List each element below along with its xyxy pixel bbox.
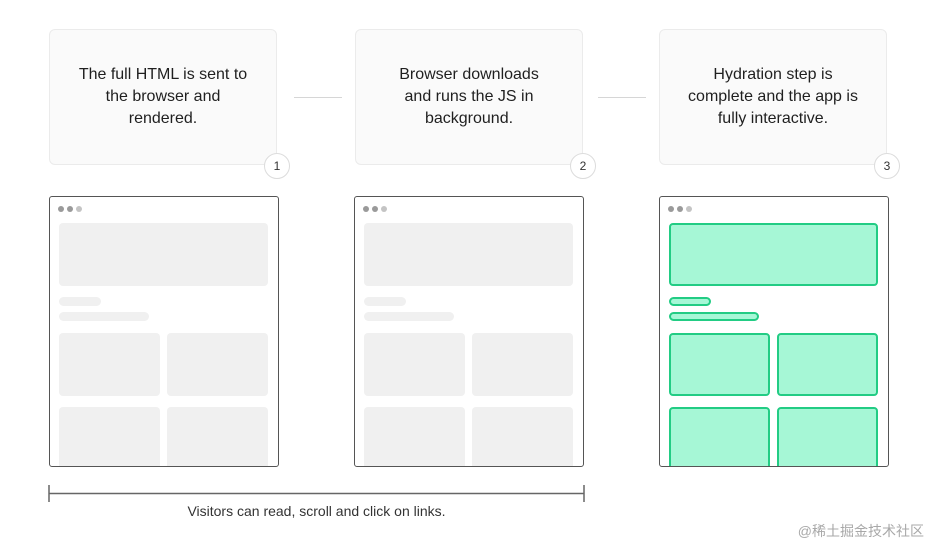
skeleton-card (59, 333, 160, 396)
step-text-line: the browser and (105, 88, 221, 105)
window-dot-icon (58, 206, 64, 212)
step-text-2: Browser downloads and runs the JS in bac… (399, 64, 539, 130)
window-dot-icon (381, 206, 387, 212)
step-badge-1: 1 (264, 153, 290, 179)
skeleton-card (364, 333, 465, 396)
span-bracket (48, 485, 585, 502)
watermark: @稀土掘金技术社区 (797, 523, 924, 539)
step-text-1: The full HTML is sent to the browser and… (79, 64, 247, 130)
window-dot-icon (677, 206, 683, 212)
window-dots (58, 206, 82, 212)
skeleton-card (364, 407, 465, 466)
skeleton-hero (364, 223, 573, 286)
skeleton-card (472, 333, 573, 396)
hydrated-card (669, 407, 770, 466)
step-text-line: Browser downloads (399, 66, 539, 83)
window-dot-icon (686, 206, 692, 212)
step-text-line: The full HTML is sent to (78, 66, 248, 83)
step-badge-3: 3 (874, 153, 900, 179)
browser-mockup-1 (49, 196, 279, 467)
step-text-line: background. (424, 110, 514, 127)
skeleton-card (167, 407, 268, 466)
connector-line-2 (598, 97, 646, 98)
hydrated-line-short (669, 297, 711, 306)
step-text-line: fully interactive. (717, 110, 829, 127)
window-dot-icon (76, 206, 82, 212)
skeleton-line-long (364, 312, 454, 321)
hydrated-card (777, 333, 878, 396)
skeleton-card (59, 407, 160, 466)
step-card-2: Browser downloads and runs the JS in bac… (355, 29, 583, 165)
step-card-1: The full HTML is sent to the browser and… (49, 29, 277, 165)
step-text-3: Hydration step is complete and the app i… (688, 64, 858, 130)
step-text-line: complete and the app is (688, 88, 858, 105)
hydrated-hero (669, 223, 878, 286)
skeleton-line-long (59, 312, 149, 321)
browser-mockup-3-hydrated (659, 196, 889, 467)
skeleton-card (167, 333, 268, 396)
step-text-line: Hydration step is (713, 66, 833, 83)
window-dots (668, 206, 692, 212)
window-dots (363, 206, 387, 212)
step-card-3: Hydration step is complete and the app i… (659, 29, 887, 165)
window-dot-icon (363, 206, 369, 212)
skeleton-line-short (364, 297, 406, 306)
step-text-line: rendered. (128, 110, 198, 127)
hydrated-card (669, 333, 770, 396)
skeleton-card (472, 407, 573, 466)
hydrated-card (777, 407, 878, 466)
window-dot-icon (668, 206, 674, 212)
step-text-line: and runs the JS in (404, 88, 534, 105)
browser-mockup-2 (354, 196, 584, 467)
skeleton-hero (59, 223, 268, 286)
skeleton-line-short (59, 297, 101, 306)
hydrated-line-long (669, 312, 759, 321)
window-dot-icon (67, 206, 73, 212)
span-caption: Visitors can read, scroll and click on l… (187, 503, 446, 519)
step-badge-2: 2 (570, 153, 596, 179)
window-dot-icon (372, 206, 378, 212)
connector-line-1 (294, 97, 342, 98)
